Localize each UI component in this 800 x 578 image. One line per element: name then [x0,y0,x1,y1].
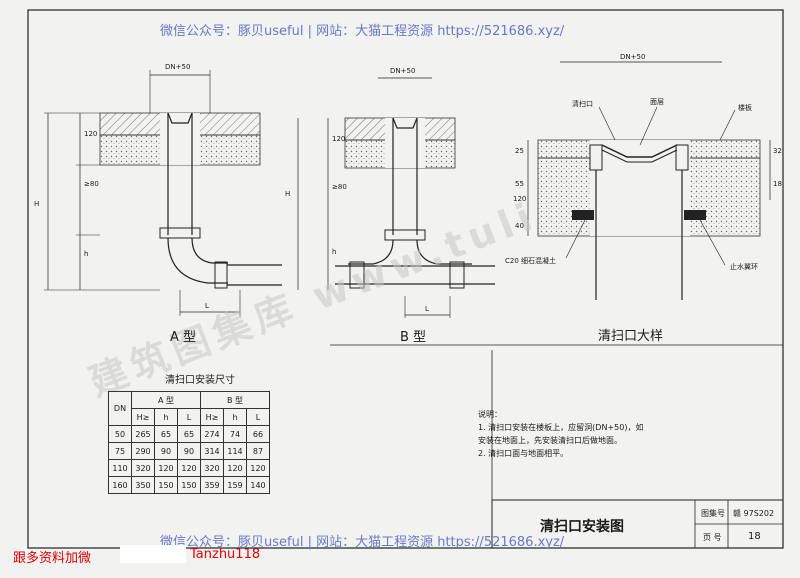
callout-water-ring: 止水翼环 [730,263,758,271]
table-row: 50 265 65 65 274 74 66 [108,425,270,443]
dim-ge80-a: ≥80 [84,180,99,188]
dim-h-a: h [84,250,89,258]
th-dn: DN [108,391,132,426]
table-row: 110 320 120 120 320 120 120 [108,459,270,477]
table-cell: 74 [223,425,247,443]
dim-25: 25 [515,147,524,155]
table-cell: 274 [200,425,224,443]
dim-18: 18 [773,180,782,188]
callout-slab: 楼板 [738,104,752,112]
table-cell: 160 [108,476,132,494]
table-cell: 50 [108,425,132,443]
dim-120-a: 120 [84,130,98,138]
th-h-a: h [154,408,178,426]
table-row: 75 290 90 90 314 114 87 [108,442,270,460]
dimension-table: DN A 型 B 型 H≥ h L H≥ h L 50 265 65 65 27… [108,391,270,494]
dim-dn50-c: DN+50 [620,53,646,61]
table-cell: 114 [223,442,247,460]
callout-concrete: C20 细石混凝土 [505,257,557,265]
table-cell: 314 [200,442,224,460]
table-cell: 359 [200,476,224,494]
table-cell: 159 [223,476,247,494]
table-cell: 87 [246,442,270,460]
table-cell: 120 [223,459,247,477]
dim-ge80-b: ≥80 [332,183,347,191]
atlas-label: 图集号 [701,509,725,518]
table-cell: 65 [154,425,178,443]
table-cell: 90 [154,442,178,460]
dim-55: 55 [515,180,524,188]
notes-heading: 说明： [478,410,502,419]
drawing-title: 清扫口安装图 [540,519,624,535]
table-cell: 320 [200,459,224,477]
th-group-b: B 型 [200,391,270,409]
table-cell: 110 [108,459,132,477]
detail-drawing [527,61,771,300]
table-cell: 150 [177,476,201,494]
th-L-b: L [246,408,270,426]
table-cell: 120 [246,459,270,477]
dim-h-b: h [332,248,337,256]
table-cell: 66 [246,425,270,443]
dim-32: 32 [773,147,782,155]
table-cell: 140 [246,476,270,494]
table-cell: 90 [177,442,201,460]
promo-text: 跟多资料加微 [13,551,92,566]
redaction-box [120,545,186,563]
type-b-drawing [297,77,495,318]
callout-cleanout: 清扫口 [572,100,593,108]
notes: 说明： 1. 清扫口安装在楼板上，应留洞(DN+50)，如 安装在地面上，先安装… [478,408,643,460]
dim-H-b: H [285,190,291,198]
page-number: 18 [748,531,761,542]
table-cell: 75 [108,442,132,460]
dim-120-b: 120 [332,135,346,143]
type-a-drawing [44,70,282,316]
table-cell: 350 [131,476,155,494]
type-b-label: B 型 [400,330,427,345]
dim-L-b: L [425,305,429,313]
type-a-label: A 型 [170,330,197,345]
promo-id: Tanzhu118 [190,547,261,562]
notes-item: 1. 清扫口安装在楼板上，应留洞(DN+50)，如 [478,423,644,432]
th-h-b: h [223,408,247,426]
table-cell: 150 [154,476,178,494]
dim-dn50-b: DN+50 [390,67,416,75]
table-cell: 265 [131,425,155,443]
th-L-a: L [177,408,201,426]
table-cell: 65 [177,425,201,443]
dim-40: 40 [515,222,524,230]
dim-H-a: H [34,200,40,208]
watermark-bottom: 微信公众号：豚贝useful | 网站：大猫工程资源 https://52168… [160,535,565,550]
dim-dn50-a: DN+50 [165,63,191,71]
table-title: 清扫口安装尺寸 [165,375,235,386]
atlas-number: 赣 97S202 [733,509,775,518]
page-label: 页 号 [703,533,722,542]
callout-surface: 面层 [650,98,664,106]
table-cell: 120 [177,459,201,477]
th-H-b: H≥ [200,408,224,426]
table-row: 160 350 150 150 359 159 140 [108,476,270,494]
detail-label: 清扫口大样 [598,329,664,344]
dim-120-c: 120 [513,195,527,203]
table-cell: 320 [131,459,155,477]
table-cell: 290 [131,442,155,460]
table-cell: 120 [154,459,178,477]
th-H-a: H≥ [131,408,155,426]
notes-item: 2. 清扫口面与地面相平。 [478,449,569,458]
watermark-top: 微信公众号：豚贝useful | 网站：大猫工程资源 https://52168… [160,24,565,39]
dim-L-a: L [205,302,209,310]
notes-item: 安装在地面上，先安装清扫口后做地面。 [478,436,622,445]
th-group-a: A 型 [131,391,201,409]
sheet-border [27,9,784,549]
